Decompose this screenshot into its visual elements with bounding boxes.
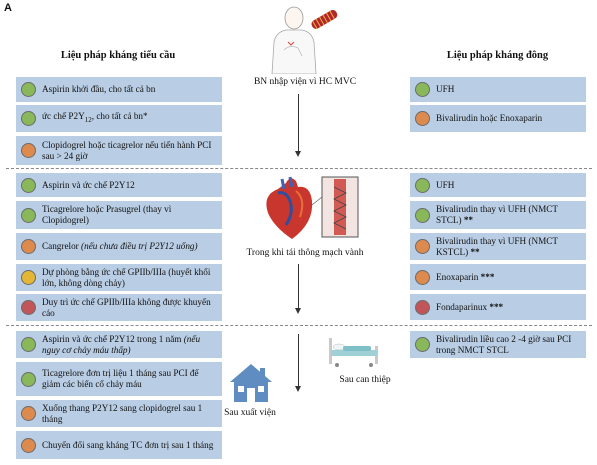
recommendation-dot-green: [21, 82, 36, 97]
discharge-caption: Sau xuất viện: [224, 408, 276, 418]
box-text: Bivalirudin thay vì UFH (NMCT STCL) **: [436, 204, 558, 225]
box-text: Aspirin và ức chế P2Y12: [42, 179, 135, 190]
antiplatelet-box: Aspirin khởi đầu, cho tất cả bn: [16, 77, 222, 102]
box-text: Cangrelor (nếu chưa điều trị P2Y12 uống): [42, 241, 198, 251]
box-text: UFH: [436, 179, 455, 190]
anticoagulant-box: Bivalirudin thay vì UFH (NMCT STCL) **: [410, 201, 586, 229]
patient-chest-pain-icon: [271, 6, 338, 74]
anticoagulant-box: UFH: [410, 173, 586, 197]
recommendation-dot-green: [21, 177, 36, 193]
anticoagulant-box: Bivalirudin hoặc Enoxaparin: [410, 105, 586, 132]
recommendation-dot-green: [415, 177, 430, 193]
recommendation-dot-orange: [21, 239, 36, 254]
recommendation-dot-orange: [415, 239, 430, 254]
box-text: Fondaparinux ***: [436, 301, 504, 312]
recommendation-dot-green: [415, 337, 430, 352]
antiplatelet-box: Xuống thang P2Y12 sang clopidogrel sau 1…: [16, 400, 222, 427]
hospital-bed-icon: [329, 338, 378, 367]
admission-caption: BN nhập viện vì HC MVC: [253, 77, 357, 87]
recommendation-dot-orange: [21, 406, 36, 421]
antiplatelet-box: Clopidogrel hoặc ticagrelor nếu tiến hàn…: [16, 136, 222, 165]
box-text: Bivalirudin thay vì UFH (NMCT KSTCL) **: [436, 235, 558, 257]
antiplatelet-box: Dự phòng bằng ức chế GPIIb/IIIa (huyết k…: [16, 264, 222, 291]
recommendation-dot-red: [21, 300, 36, 315]
box-text: Duy trì ức chế GPIIb/IIIa không được khu…: [42, 296, 211, 318]
anticoagulant-box: Fondaparinux ***: [410, 294, 586, 320]
box-text: Xuống thang P2Y12 sang clopidogrel sau 1…: [42, 402, 203, 424]
anticoagulant-box: UFH: [410, 77, 586, 102]
anticoagulant-header: Liệu pháp kháng đông: [446, 50, 549, 61]
recommendation-dot-green: [21, 111, 36, 126]
recommendation-dot-orange: [21, 143, 36, 158]
box-text: Dự phòng bằng ức chế GPIIb/IIIa (huyết k…: [42, 266, 211, 288]
box-text: Ticagrelore đơn trị liệu 1 tháng sau PCI…: [42, 368, 199, 389]
timeline-arrow: [298, 334, 299, 386]
antiplatelet-box: Aspirin và ức chế P2Y12 trong 1 năm (nếu…: [16, 331, 222, 358]
antiplatelet-header: Liệu pháp kháng tiểu cầu: [60, 50, 176, 61]
arrow-head: [295, 308, 301, 314]
recommendation-dot-orange: [415, 111, 430, 126]
recommendation-dot-green: [21, 207, 36, 223]
antiplatelet-box: Ticagrelore hoặc Prasugrel (thay vì Clop…: [16, 201, 222, 229]
phase-divider: [6, 168, 592, 169]
arrow-head: [295, 386, 301, 392]
recommendation-dot-yellow: [21, 270, 36, 285]
box-text: Ticagrelore hoặc Prasugrel (thay vì Clop…: [42, 204, 172, 225]
antiplatelet-box: Ticagrelore đơn trị liệu 1 tháng sau PCI…: [16, 362, 222, 396]
timeline-arrow: [298, 94, 299, 151]
box-text: Bivalirudin liều cao 2 -4 giờ sau PCI tr…: [436, 333, 572, 355]
post-intervention-caption: Sau can thiệp: [339, 375, 391, 385]
revascularization-caption: Trong khi tái thông mạch vành: [246, 248, 364, 258]
recommendation-dot-green: [415, 207, 430, 223]
house-icon: [230, 364, 272, 402]
arrow-head: [295, 151, 301, 157]
antiplatelet-box: Duy trì ức chế GPIIb/IIIa không được khu…: [16, 294, 222, 321]
recommendation-dot-red: [415, 299, 430, 315]
box-text: UFH: [436, 84, 455, 94]
box-text: Chuyển đổi sang kháng TC đơn trị sau 1 t…: [42, 439, 214, 450]
box-text: Enoxaparin ***: [436, 271, 495, 282]
antiplatelet-box: ức chế P2Y12, cho tất cả bn*: [16, 105, 222, 132]
box-text: Bivalirudin hoặc Enoxaparin: [436, 113, 543, 123]
anticoagulant-box: Bivalirudin thay vì UFH (NMCT KSTCL) **: [410, 233, 586, 260]
box-text: ức chế P2Y12, cho tất cả bn*: [42, 111, 148, 124]
box-text: Aspirin khởi đầu, cho tất cả bn: [42, 84, 156, 94]
antiplatelet-box: Aspirin và ức chế P2Y12: [16, 173, 222, 197]
recommendation-dot-orange: [415, 269, 430, 285]
recommendation-dot-green: [415, 82, 430, 97]
box-text: Clopidogrel hoặc ticagrelor nếu tiến hàn…: [42, 139, 212, 161]
antiplatelet-box: Chuyển đổi sang kháng TC đơn trị sau 1 t…: [16, 431, 222, 459]
recommendation-dot-green: [21, 337, 36, 352]
anticoagulant-box: Enoxaparin ***: [410, 264, 586, 290]
phase-divider: [6, 325, 592, 326]
recommendation-dot-orange: [21, 437, 36, 453]
antiplatelet-box: Cangrelor (nếu chưa điều trị P2Y12 uống): [16, 233, 222, 260]
anticoagulant-box: Bivalirudin liều cao 2 -4 giờ sau PCI tr…: [410, 331, 586, 358]
heart-stent-icon: [266, 176, 359, 239]
timeline-arrow: [298, 264, 299, 308]
panel-label: A: [4, 2, 12, 14]
box-text: Aspirin và ức chế P2Y12 trong 1 năm (nếu…: [42, 333, 201, 355]
recommendation-dot-green: [21, 371, 36, 387]
